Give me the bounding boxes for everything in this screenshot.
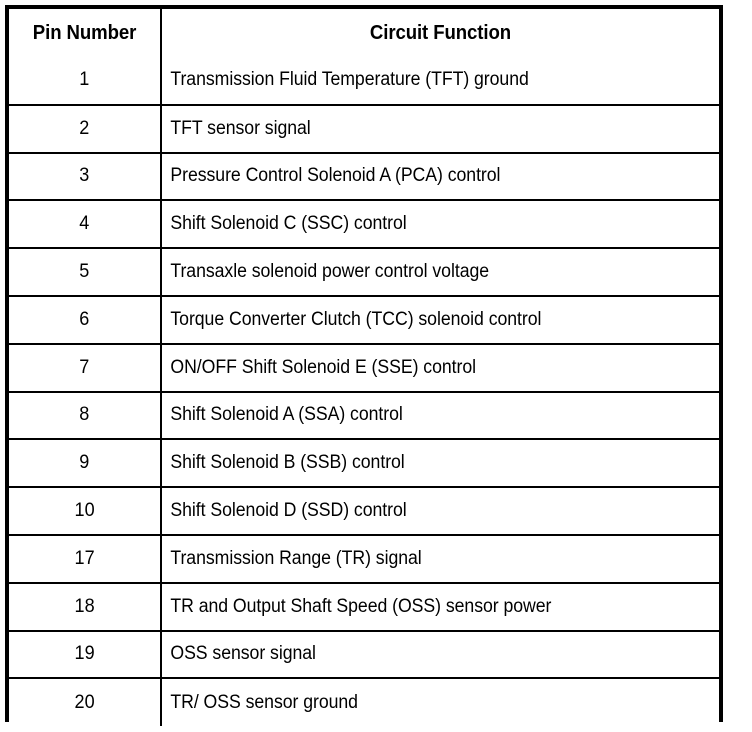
cell-pin-number: 9 <box>9 438 161 488</box>
cell-pin-number: 19 <box>9 629 161 679</box>
table-header: Pin Number Circuit Function <box>9 9 719 57</box>
cell-circuit-function: TFT sensor signal <box>160 103 719 153</box>
table-header-row: Pin Number Circuit Function <box>9 9 719 57</box>
cell-circuit-function-value: Transaxle solenoid power control voltage <box>170 261 490 283</box>
cell-pin-number-value: 6 <box>79 308 90 330</box>
cell-circuit-function: ON/OFF Shift Solenoid E (SSE) control <box>160 342 719 392</box>
cell-pin-number: 7 <box>9 342 161 392</box>
cell-pin-number: 4 <box>9 199 161 249</box>
cell-circuit-function: Transaxle solenoid power control voltage <box>160 247 719 296</box>
cell-pin-number-value: 19 <box>74 643 95 665</box>
column-header-pin-number: Pin Number <box>14 9 156 57</box>
cell-pin-number: 5 <box>9 247 161 296</box>
cell-pin-number-value: 4 <box>79 213 90 235</box>
cell-circuit-function-value: Transmission Range (TR) signal <box>170 547 422 569</box>
cell-circuit-function: Shift Solenoid D (SSD) control <box>160 486 719 535</box>
cell-circuit-function-value: Shift Solenoid B (SSB) control <box>170 452 405 474</box>
cell-pin-number-value: 5 <box>79 261 90 283</box>
table-row: 17 Transmission Range (TR) signal <box>9 533 719 583</box>
table-row: 1 Transmission Fluid Temperature (TFT) gr… <box>9 57 719 105</box>
cell-circuit-function-value: ON/OFF Shift Solenoid E (SSE) control <box>170 356 477 378</box>
cell-circuit-function: Shift Solenoid A (SSA) control <box>160 390 719 440</box>
cell-pin-number: 17 <box>9 533 161 583</box>
table-row: 18 TR and Output Shaft Speed (OSS) sensor… <box>9 581 719 631</box>
cell-circuit-function-value: Torque Converter Clutch (TCC) solenoid c… <box>170 308 542 330</box>
table-row: 7 ON/OFF Shift Solenoid E (SSE) control <box>9 342 719 392</box>
cell-circuit-function-value: Transmission Fluid Temperature (TFT) gro… <box>170 69 529 91</box>
table-row: 5 Transaxle solenoid power control voltag… <box>9 247 719 296</box>
cell-pin-number: 18 <box>9 581 161 631</box>
cell-circuit-function-value: Pressure Control Solenoid A (PCA) contro… <box>170 165 501 187</box>
cell-pin-number: 3 <box>9 151 161 201</box>
column-header-circuit-function-label: Circuit Function <box>369 21 512 44</box>
cell-pin-number: 20 <box>9 677 161 727</box>
cell-circuit-function: Shift Solenoid B (SSB) control <box>160 438 719 488</box>
cell-pin-number-value: 10 <box>74 500 95 522</box>
table-row: 19 OSS sensor signal <box>9 629 719 679</box>
cell-pin-number-value: 7 <box>79 356 90 378</box>
cell-pin-number-value: 17 <box>74 547 95 569</box>
column-header-circuit-function: Circuit Function <box>179 9 700 57</box>
cell-pin-number: 1 <box>9 57 161 105</box>
cell-pin-number-value: 1 <box>79 69 90 91</box>
cell-pin-number: 10 <box>9 486 161 535</box>
table-row: 3 Pressure Control Solenoid A (PCA) contr… <box>9 151 719 201</box>
cell-pin-number: 8 <box>9 390 161 440</box>
cell-circuit-function: TR/ OSS sensor ground <box>160 677 719 727</box>
column-header-pin-number-label: Pin Number <box>32 21 137 44</box>
cell-pin-number-value: 20 <box>74 691 95 713</box>
cell-circuit-function: Pressure Control Solenoid A (PCA) contro… <box>160 151 719 201</box>
cell-circuit-function-value: TR and Output Shaft Speed (OSS) sensor p… <box>170 595 552 617</box>
cell-circuit-function: TR and Output Shaft Speed (OSS) sensor p… <box>160 581 719 631</box>
cell-circuit-function: OSS sensor signal <box>160 629 719 679</box>
cell-pin-number: 2 <box>9 103 161 153</box>
cell-circuit-function: Torque Converter Clutch (TCC) solenoid c… <box>160 294 719 344</box>
table-row: 20 TR/ OSS sensor ground <box>9 677 719 727</box>
cell-circuit-function: Transmission Fluid Temperature (TFT) gro… <box>160 57 719 105</box>
cell-pin-number-value: 3 <box>79 165 90 187</box>
table-row: 6 Torque Converter Clutch (TCC) solenoid … <box>9 294 719 344</box>
cell-circuit-function-value: TR/ OSS sensor ground <box>170 691 358 713</box>
cell-pin-number-value: 8 <box>79 404 90 426</box>
cell-pin-number-value: 18 <box>74 595 95 617</box>
cell-circuit-function-value: Shift Solenoid A (SSA) control <box>170 404 403 426</box>
table-body: 1 Transmission Fluid Temperature (TFT) gr… <box>9 57 719 727</box>
table-row: 8 Shift Solenoid A (SSA) control <box>9 390 719 440</box>
cell-pin-number-value: 9 <box>79 452 90 474</box>
cell-pin-number: 6 <box>9 294 161 344</box>
table-row: 4 Shift Solenoid C (SSC) control <box>9 199 719 249</box>
table-row: 2 TFT sensor signal <box>9 103 719 153</box>
cell-circuit-function-value: OSS sensor signal <box>170 643 316 665</box>
cell-circuit-function-value: Shift Solenoid C (SSC) control <box>170 213 407 235</box>
table-row: 9 Shift Solenoid B (SSB) control <box>9 438 719 488</box>
cell-circuit-function: Transmission Range (TR) signal <box>160 533 719 583</box>
cell-circuit-function-value: Shift Solenoid D (SSD) control <box>170 500 407 522</box>
table-row: 10 Shift Solenoid D (SSD) control <box>9 486 719 535</box>
cell-circuit-function-value: TFT sensor signal <box>170 117 311 139</box>
cell-pin-number-value: 2 <box>79 117 90 139</box>
cell-circuit-function: Shift Solenoid C (SSC) control <box>160 199 719 249</box>
